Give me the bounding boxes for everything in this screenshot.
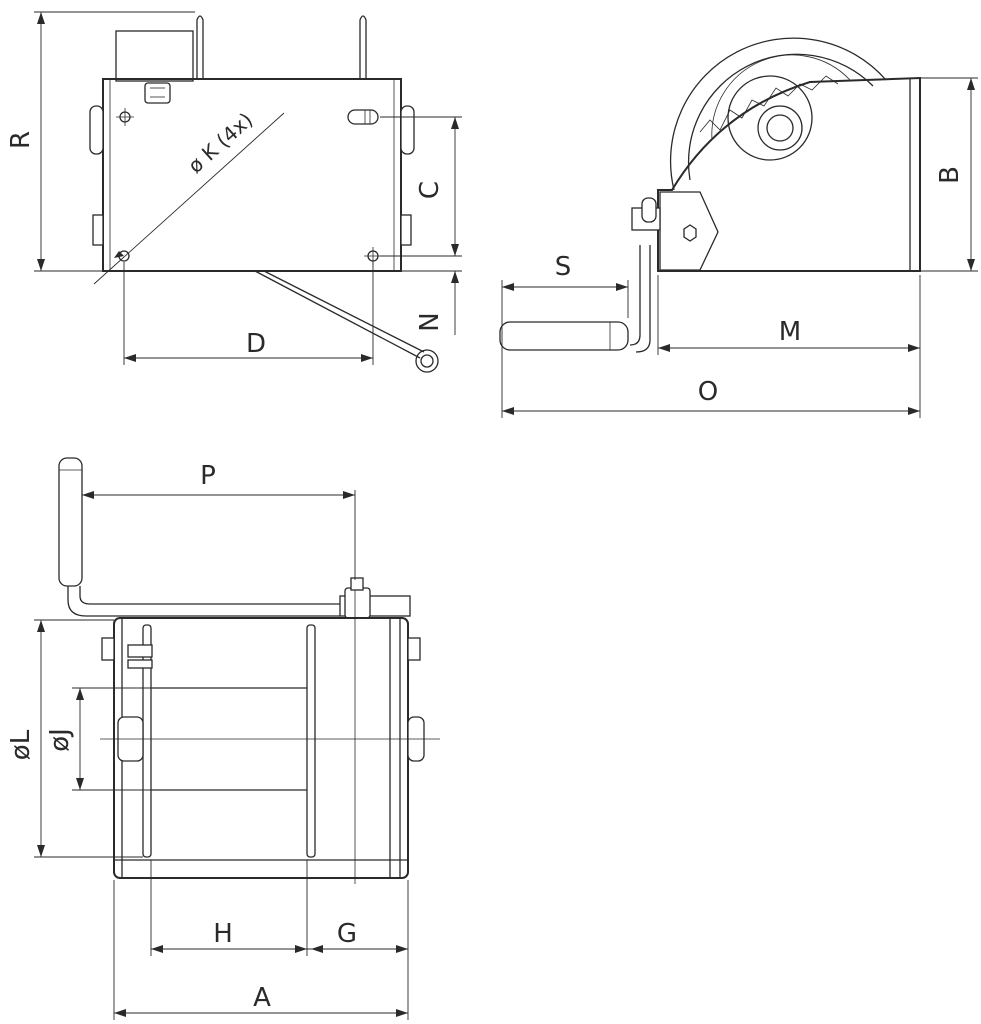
- dim-label-L: øL: [6, 729, 36, 760]
- side-view: [499, 37, 978, 418]
- dim-label-O: O: [698, 377, 718, 407]
- dim-label-M: M: [779, 317, 801, 347]
- dim-label-A: A: [253, 983, 271, 1013]
- dim-label-R: R: [6, 131, 36, 149]
- dim-label-P: P: [200, 461, 216, 491]
- dim-label-G: G: [337, 919, 357, 949]
- front-view: [34, 11, 462, 373]
- dim-label-N: N: [415, 312, 445, 331]
- dim-label-K: ø K (4x): [183, 108, 257, 178]
- dim-label-D: D: [246, 329, 266, 359]
- dim-label-B: B: [935, 166, 965, 184]
- dim-label-J: øJ: [45, 728, 75, 752]
- dim-label-H: H: [213, 919, 233, 949]
- top-view: [34, 457, 440, 1020]
- dim-label-S: S: [555, 252, 572, 282]
- dim-label-C: C: [415, 181, 445, 199]
